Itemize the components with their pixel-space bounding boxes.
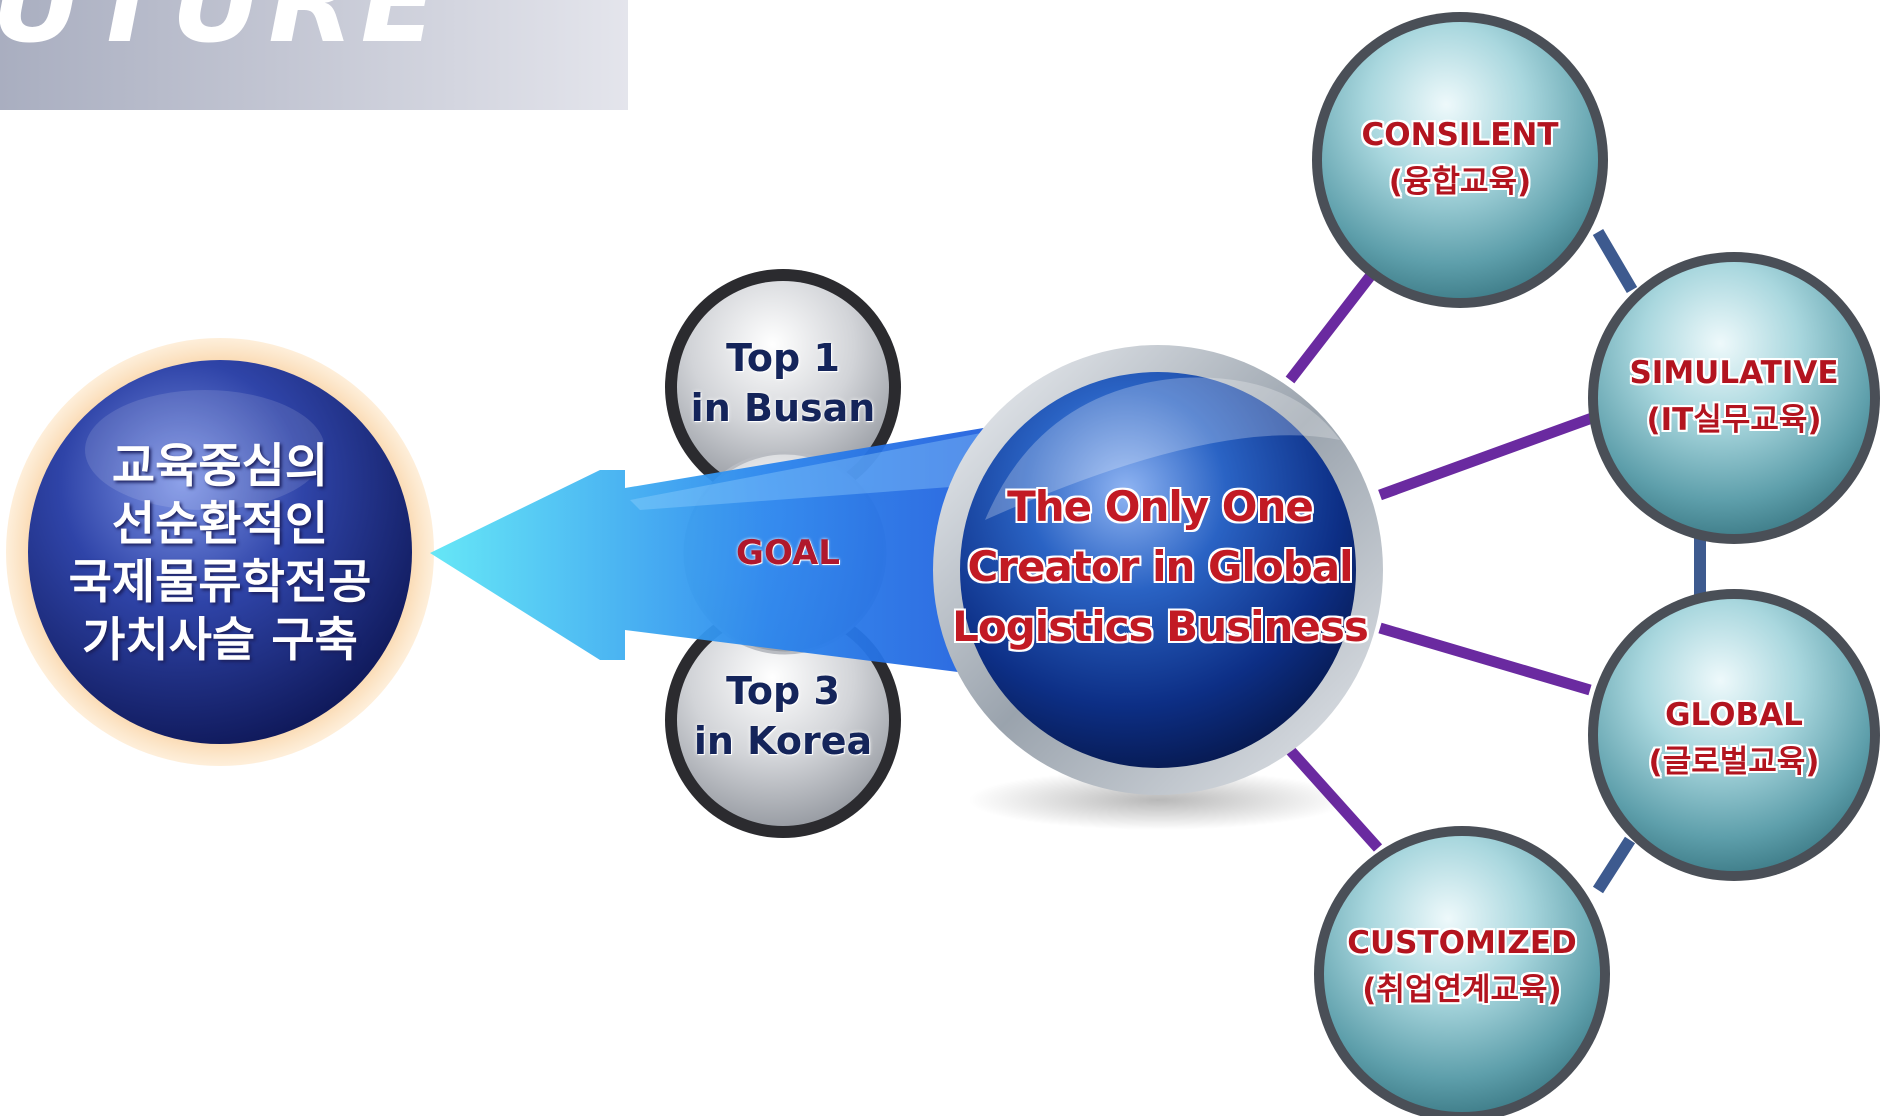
center-text: The Only One Creator in Global Logistics…	[935, 477, 1385, 657]
goal-bottom-text: Top 3 in Korea	[683, 666, 883, 766]
node-consilent-title: CONSILENT	[1361, 117, 1559, 153]
header-banner: UTURE	[0, 0, 628, 110]
connector-center-simulative	[1378, 412, 1594, 501]
node-consilent-text: CONSILENT (융합교육)	[1310, 112, 1610, 206]
node-customized-text: CUSTOMIZED (취업연계교육)	[1302, 920, 1622, 1014]
goal-middle-text: GOAL	[736, 533, 840, 573]
banner-title: UTURE	[0, 0, 444, 68]
goal-top-circle-inner	[677, 281, 889, 493]
node-customized	[1314, 826, 1610, 1116]
goal-bottom-line-2: in Korea	[693, 719, 873, 763]
connector-consilent-simulative	[1592, 228, 1638, 294]
left-circle-text: 교육중심의 선순환적인 국제물류학전공 가치사슬 구축	[0, 438, 440, 670]
node-consilent	[1312, 12, 1608, 308]
node-simulative	[1588, 252, 1880, 544]
left-circle	[28, 360, 412, 744]
node-customized-subtitle: (취업연계교육)	[1362, 972, 1562, 1008]
center-line-2: Creator in Global	[967, 542, 1353, 591]
center-line-1: The Only One	[1007, 482, 1314, 531]
node-consilent-subtitle: (융합교육)	[1388, 164, 1532, 200]
node-simulative-title: SIMULATIVE	[1629, 355, 1839, 391]
center-line-3: Logistics Business	[952, 602, 1369, 651]
goal-bottom-line-1: Top 3	[726, 669, 840, 713]
node-simulative-subtitle: (IT실무교육)	[1646, 402, 1822, 438]
goal-bottom-circle-inner	[677, 614, 889, 826]
node-simulative-text: SIMULATIVE (IT실무교육)	[1584, 350, 1884, 444]
node-global-text: GLOBAL (글로벌교육)	[1584, 692, 1884, 786]
connector-global-customized	[1592, 836, 1636, 894]
node-global	[1588, 589, 1880, 881]
node-global-subtitle: (글로벌교육)	[1648, 744, 1820, 780]
left-line-3: 국제물류학전공	[68, 555, 372, 610]
left-circle-highlight	[85, 390, 325, 510]
goal-top-line-1: Top 1	[726, 336, 840, 380]
connector-center-consilent	[1285, 266, 1380, 384]
goal-top-text: Top 1 in Busan	[683, 333, 883, 433]
left-line-1: 교육중심의	[111, 439, 329, 494]
node-customized-title: CUSTOMIZED	[1347, 925, 1577, 961]
left-line-2: 선순환적인	[111, 497, 329, 552]
connector-center-global	[1378, 622, 1592, 696]
center-sphere	[960, 372, 1356, 768]
center-sphere-shadow	[968, 770, 1348, 830]
node-global-title: GLOBAL	[1665, 697, 1803, 733]
goal-top-line-2: in Busan	[690, 386, 876, 430]
center-sphere-gloss	[985, 377, 1340, 520]
left-line-4: 가치사슬 구축	[82, 613, 358, 668]
